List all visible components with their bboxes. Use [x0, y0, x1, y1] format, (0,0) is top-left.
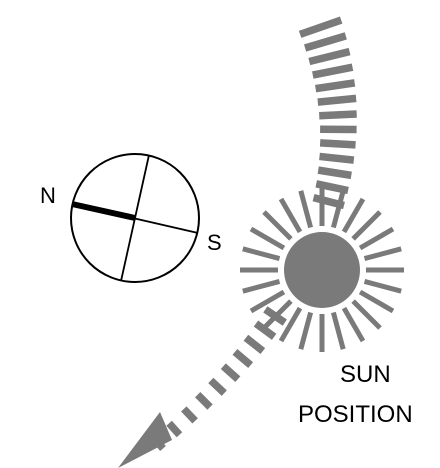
sun-ray: [344, 308, 363, 341]
sun-path-dash: [304, 32, 347, 51]
sun-label-line2: POSITION: [298, 401, 413, 428]
sun-ray: [333, 191, 343, 228]
sun-path-dash: [181, 406, 198, 423]
sun-ray: [281, 308, 300, 341]
sun-label-line1: SUN: [340, 361, 391, 388]
sun-path-dash: [318, 166, 352, 179]
sun-ray: [365, 281, 402, 291]
sun-path-dash: [319, 153, 354, 164]
sun-path-dash: [320, 139, 356, 148]
sun-path-dash: [320, 126, 357, 134]
sun-path-dash: [315, 79, 355, 92]
sun-ray: [360, 229, 393, 248]
sun-ray: [264, 212, 291, 239]
sun-path-dash: [195, 392, 213, 410]
sun-ray: [353, 301, 380, 328]
sun-ray: [251, 229, 284, 248]
sun-ray: [281, 199, 300, 232]
sun-ray: [353, 212, 380, 239]
sun-ray: [344, 199, 363, 232]
sun-ray: [333, 313, 343, 350]
sun-path-dash: [244, 335, 266, 354]
sun-ray: [360, 292, 393, 311]
sun-ray: [301, 313, 311, 350]
sun-ray: [301, 191, 311, 228]
sun-path-dash: [317, 95, 356, 106]
sun-path-dash: [299, 17, 343, 38]
compass-south-label: S: [207, 230, 222, 255]
sun-icon: [284, 232, 360, 308]
sun-path-dash: [221, 363, 241, 382]
sun-path-dash: [308, 48, 350, 65]
sun-path-dash: [319, 110, 357, 119]
sun-ray: [243, 249, 280, 259]
sun-path-dash: [312, 64, 353, 79]
compass-north-label: N: [40, 183, 56, 208]
sun-ray: [243, 281, 280, 291]
compass: [71, 154, 199, 282]
sun-path-dash: [208, 378, 227, 396]
sun-path-dash: [233, 349, 254, 368]
sun-path-arrowhead: [118, 412, 172, 468]
sun-ray: [365, 249, 402, 259]
